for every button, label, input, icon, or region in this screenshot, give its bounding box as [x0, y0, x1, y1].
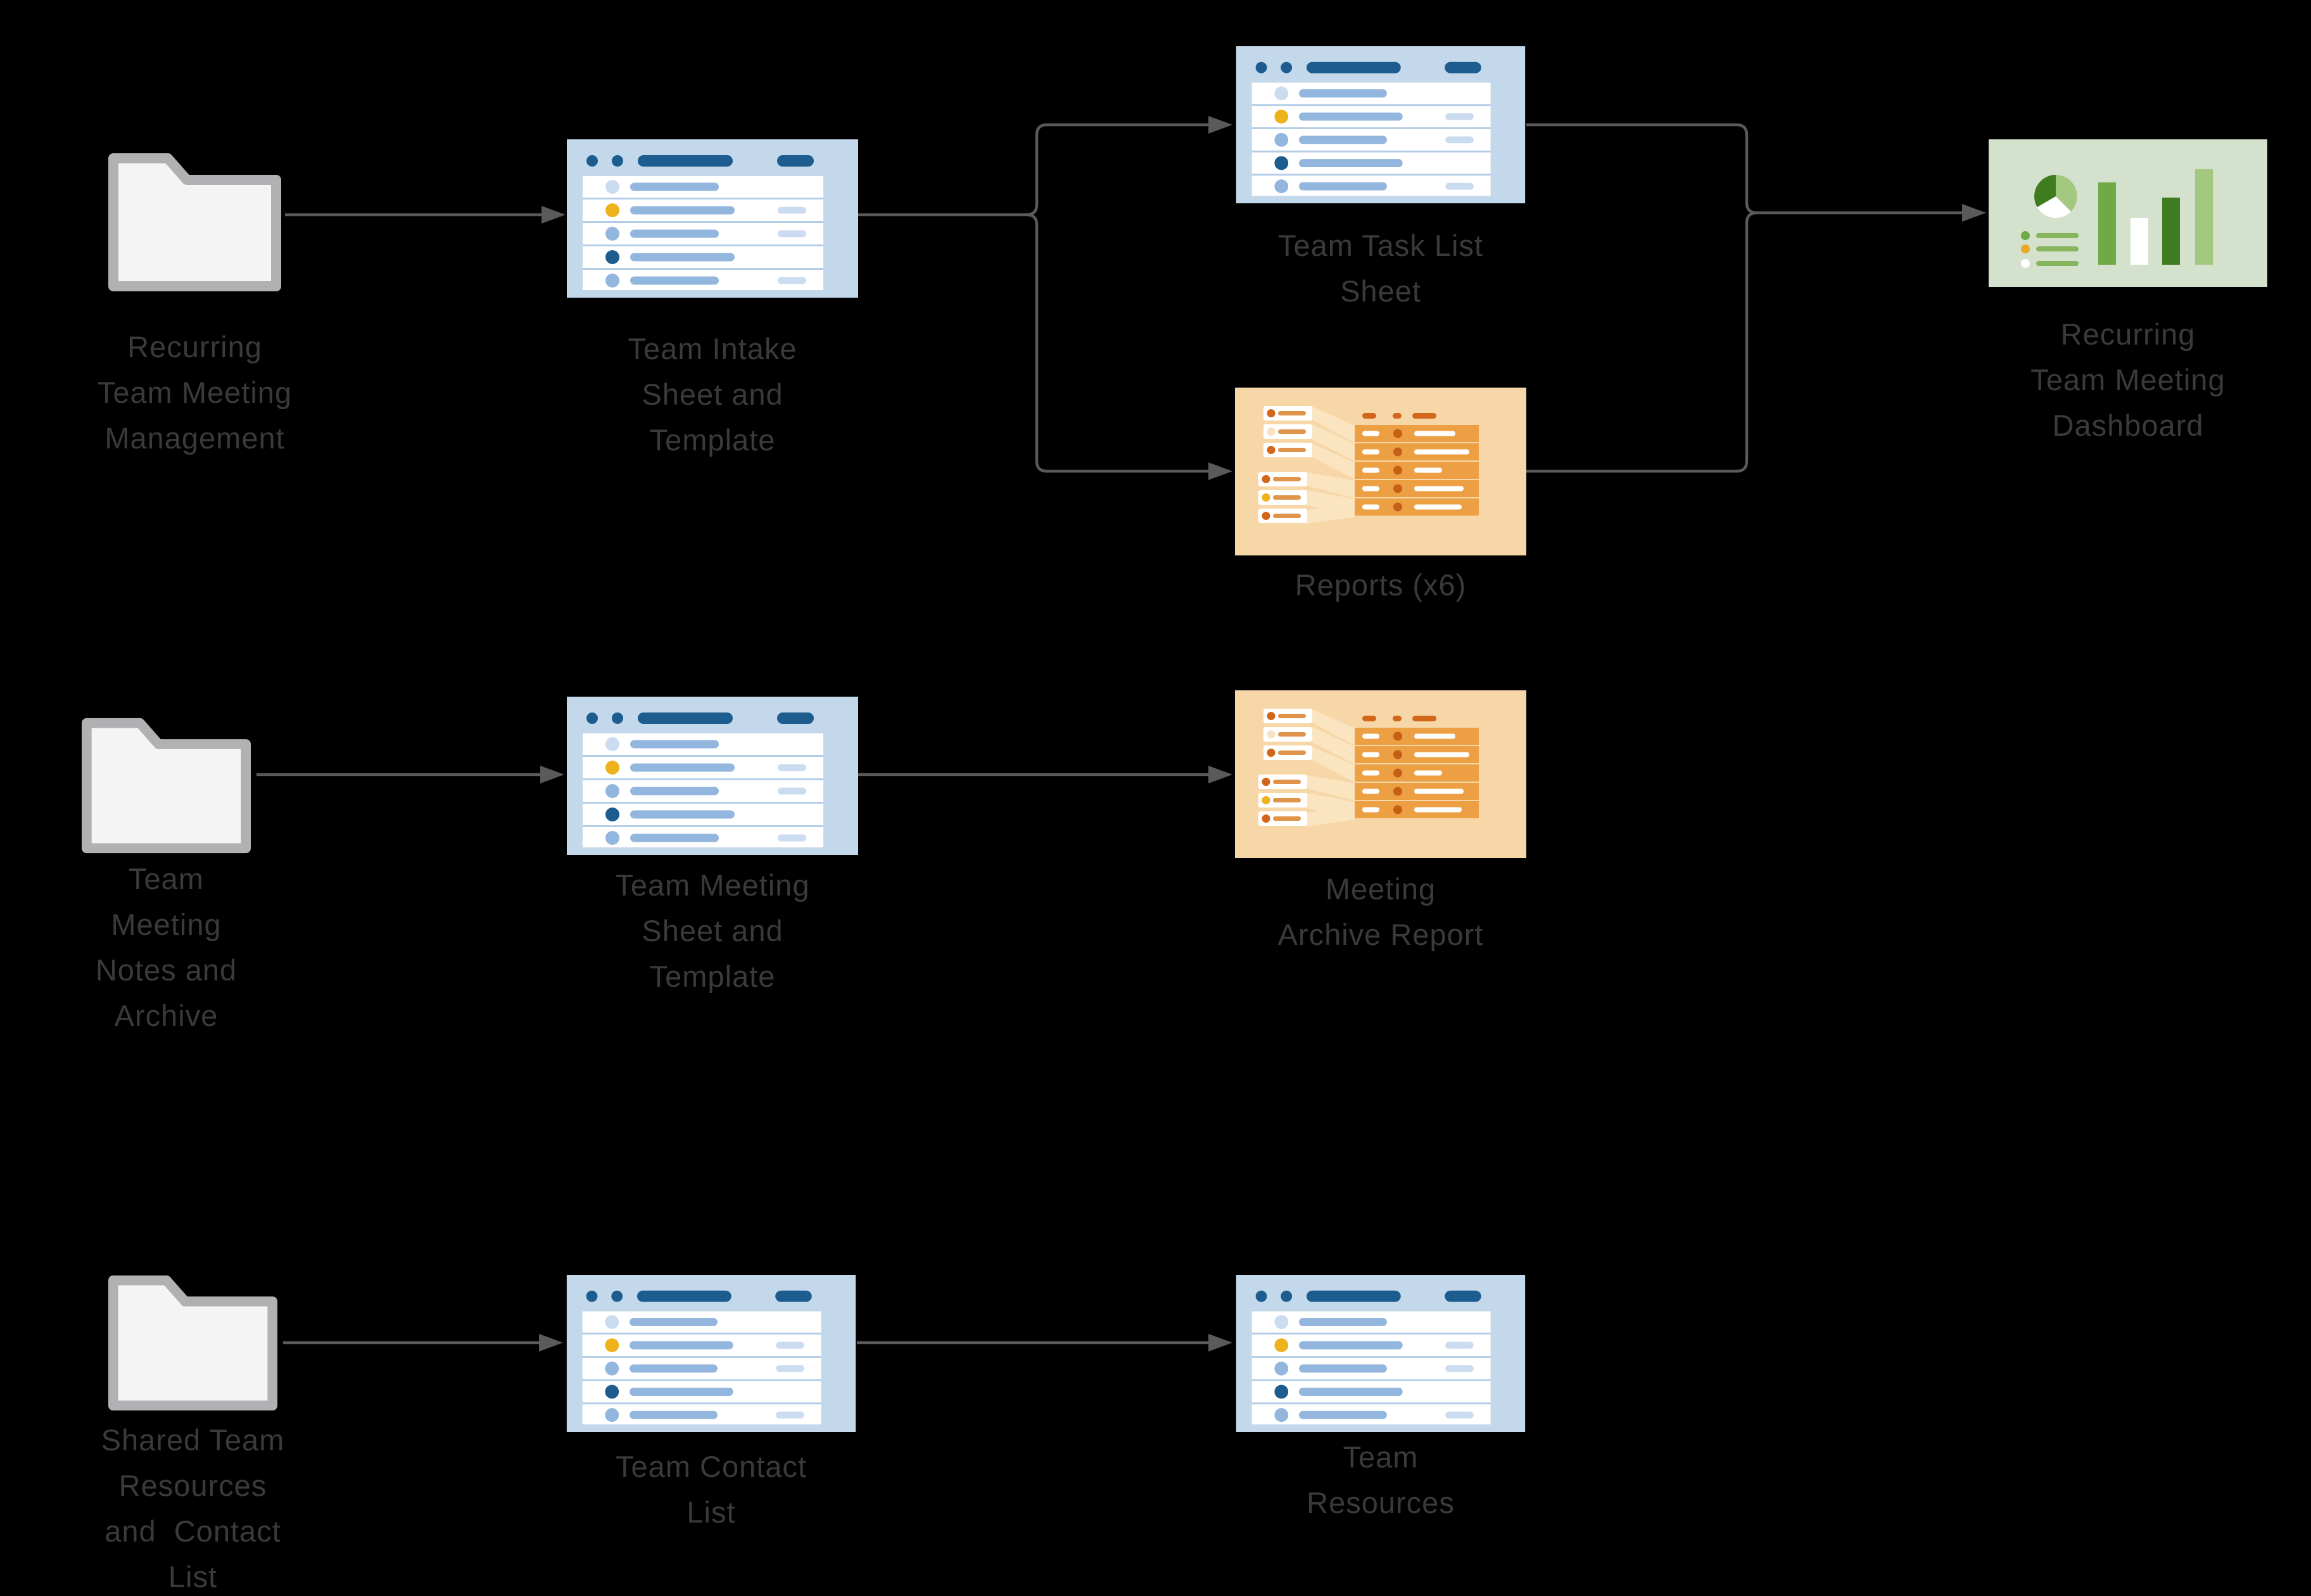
- report-icon: [1235, 388, 1526, 555]
- arrowhead: [1208, 1334, 1232, 1352]
- node-meeting-archive-report: Meeting Archive Report: [1235, 690, 1526, 951]
- arrowhead: [1208, 766, 1232, 783]
- sheet-icon: [1236, 1275, 1526, 1432]
- arrowhead: [539, 1334, 563, 1352]
- node-team-meeting-sheet-and-template: Team Meeting Sheet and Template: [567, 697, 858, 993]
- node-label: Team Meeting Notes and Archive: [95, 862, 237, 1032]
- report-icon: [1235, 690, 1526, 858]
- node-folder-shared-team-resources-and-contact-list: Shared Team Resources and Contact List: [101, 1272, 284, 1593]
- arrowhead: [1962, 204, 1986, 222]
- node-team-task-list-sheet: Team Task List Sheet: [1235, 46, 1526, 308]
- node-label: Meeting Archive Report: [1277, 872, 1484, 951]
- node-folder-team-meeting-notes-and-archive: Team Meeting Notes and Archive: [76, 714, 256, 1032]
- edge-intake-branch-bottom: [1026, 213, 1210, 473]
- node-label: Team Meeting Sheet and Template: [615, 868, 810, 993]
- edge-intake-branch-top: [858, 123, 1210, 217]
- node-folder-recurring-team-meeting-management: Recurring Team Meeting Management: [98, 149, 291, 455]
- node-label: Team Contact List: [616, 1450, 807, 1529]
- node-label: Team Task List Sheet: [1278, 229, 1483, 308]
- node-team-intake-sheet-and-template: Team Intake Sheet and Template: [567, 139, 858, 457]
- arrowhead: [1208, 116, 1232, 134]
- node-label: Reports (x6): [1295, 568, 1467, 602]
- dashboard-icon: [1989, 139, 2267, 287]
- arrowhead: [1208, 462, 1232, 480]
- sheet-icon: [567, 697, 858, 855]
- node-label: Shared Team Resources and Contact List: [101, 1423, 285, 1593]
- arrowhead: [541, 206, 566, 224]
- sheet-icon: [567, 139, 858, 298]
- node-label: Team Resources: [1307, 1440, 1455, 1519]
- arrowhead: [540, 766, 564, 783]
- sheet-icon: [1236, 46, 1526, 203]
- node-reports-x6: Reports (x6): [1235, 388, 1526, 602]
- node-recurring-team-meeting-dashboard: Recurring Team Meeting Dashboard: [1989, 139, 2267, 442]
- edge-reports-merge: [1526, 211, 1757, 473]
- edge-tasklist-merge: [1526, 123, 1963, 215]
- folder-icon: [103, 1272, 283, 1414]
- folder-icon: [76, 714, 256, 857]
- node-team-resources: Team Resources: [1235, 1275, 1526, 1519]
- node-label: Recurring Team Meeting Dashboard: [2030, 317, 2226, 442]
- node-label: Team Intake Sheet and Template: [628, 332, 797, 457]
- node-label: Recurring Team Meeting Management: [97, 330, 293, 455]
- sheet-icon: [566, 1275, 856, 1432]
- node-team-contact-list: Team Contact List: [566, 1275, 857, 1529]
- folder-icon: [104, 149, 285, 295]
